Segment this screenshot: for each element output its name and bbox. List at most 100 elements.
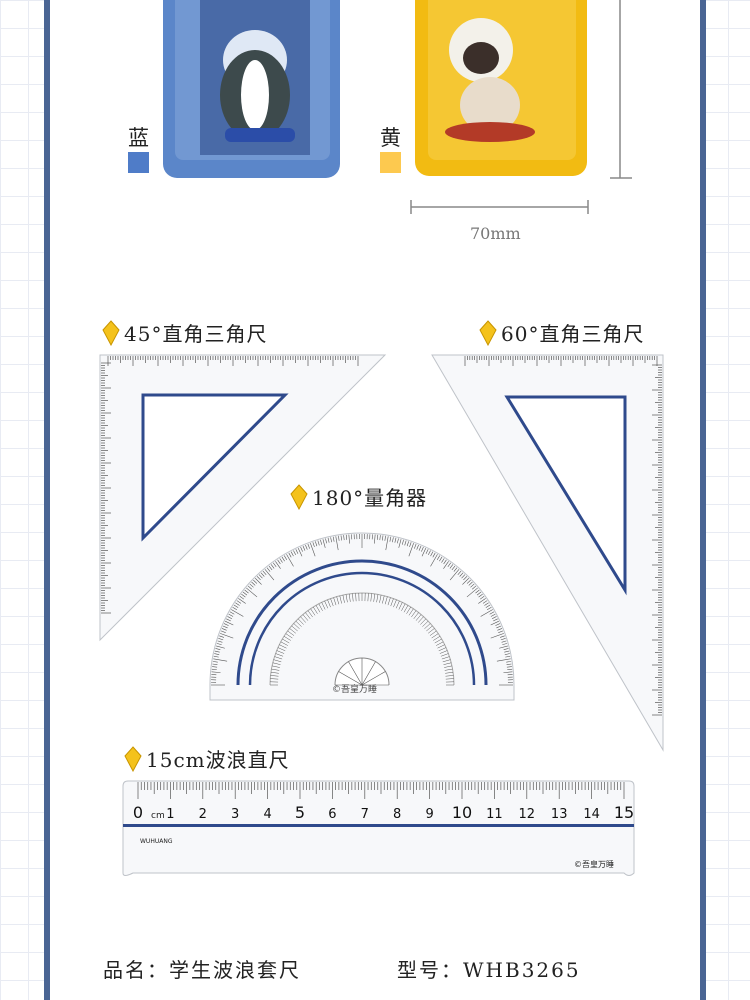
tick-mark xyxy=(247,585,253,590)
tick-mark xyxy=(408,608,414,616)
tick-mark xyxy=(285,633,293,639)
tick-mark xyxy=(479,596,485,600)
tick-mark xyxy=(493,618,498,622)
tick-mark xyxy=(392,537,394,543)
tick-mark xyxy=(214,653,220,655)
tick-mark xyxy=(444,668,453,671)
tick-mark xyxy=(506,663,512,665)
tick-mark xyxy=(241,593,246,598)
tick-mark xyxy=(496,658,511,662)
tick-mark xyxy=(426,625,433,632)
yellow-case xyxy=(415,0,587,176)
tick-mark xyxy=(277,647,286,652)
tick-mark xyxy=(270,675,279,677)
title-text: 45°直角三角尺 xyxy=(124,322,268,346)
tick-mark xyxy=(404,540,407,546)
tick-mark xyxy=(501,640,507,643)
tick-mark xyxy=(211,668,217,671)
tick-mark xyxy=(297,618,304,625)
tick-mark xyxy=(226,618,231,622)
tick-mark xyxy=(302,614,309,621)
tick-mark xyxy=(287,630,295,636)
tick-mark xyxy=(394,537,397,543)
product-photos xyxy=(163,0,632,214)
tick-mark xyxy=(438,647,447,652)
tick-mark xyxy=(384,535,386,541)
dimension-lines xyxy=(410,0,632,214)
tick-mark xyxy=(305,612,311,619)
tick-mark xyxy=(216,645,225,649)
tick-mark xyxy=(445,675,454,677)
tick-mark xyxy=(217,640,223,643)
tick-mark xyxy=(482,600,488,604)
tick-mark xyxy=(485,604,491,608)
tick-mark xyxy=(411,610,417,618)
tick-mark xyxy=(330,537,332,543)
tick-mark xyxy=(495,623,501,626)
tick-mark xyxy=(421,548,427,557)
tick-mark xyxy=(236,600,242,604)
tick-mark xyxy=(215,648,221,650)
tick-mark xyxy=(270,564,275,569)
tick-mark xyxy=(293,623,300,629)
ruler-number: 15 xyxy=(614,803,634,822)
tick-mark xyxy=(389,536,392,542)
blue-case xyxy=(163,0,340,178)
tick-mark xyxy=(434,638,442,644)
tick-mark xyxy=(312,542,315,548)
tick-mark xyxy=(302,545,306,551)
tick-mark xyxy=(390,598,394,607)
tick-mark xyxy=(449,564,454,569)
tick-mark xyxy=(409,542,412,548)
tick-mark xyxy=(221,628,227,631)
tick-mark xyxy=(310,608,316,616)
tick-mark xyxy=(445,671,454,674)
swatch-blue[interactable] xyxy=(128,152,149,173)
tick-mark xyxy=(425,549,429,554)
tick-mark xyxy=(398,602,403,610)
title-60-triangle: 60°直角三角尺 xyxy=(479,318,644,347)
tick-mark xyxy=(231,609,244,617)
tick-mark xyxy=(420,618,427,625)
ruler-number: 10 xyxy=(452,803,472,822)
tick-mark xyxy=(466,579,471,584)
tick-mark xyxy=(401,603,406,611)
tick-mark xyxy=(279,644,287,649)
tick-mark xyxy=(271,668,280,671)
tick-mark xyxy=(453,567,458,572)
tick-mark xyxy=(376,534,379,540)
tick-mark xyxy=(463,576,468,581)
tick-mark xyxy=(260,572,265,577)
tick-mark xyxy=(348,534,350,544)
tick-mark xyxy=(315,605,321,613)
tick-mark xyxy=(345,594,348,603)
tick-mark xyxy=(211,671,221,673)
tick-mark xyxy=(249,583,254,588)
tick-mark xyxy=(397,538,399,544)
tick-mark xyxy=(478,598,486,604)
title-text: 60°直角三角尺 xyxy=(501,322,645,346)
protractor xyxy=(209,532,515,701)
tick-mark xyxy=(275,653,284,657)
tick-mark xyxy=(462,578,469,585)
tick-mark xyxy=(440,653,449,657)
ruler-number: 1 xyxy=(166,807,174,822)
title-text: 180°量角器 xyxy=(312,486,428,510)
tick-mark xyxy=(382,535,384,541)
tick-mark xyxy=(503,648,509,650)
tick-mark xyxy=(330,598,334,607)
variant-label-blue: 蓝 xyxy=(128,126,149,150)
tick-mark xyxy=(451,565,456,571)
tick-mark xyxy=(500,638,506,641)
ruler-unit: cm xyxy=(151,811,165,821)
tick-mark xyxy=(256,576,261,581)
tick-mark xyxy=(291,625,298,632)
tick-mark xyxy=(335,536,339,551)
tick-mark xyxy=(413,612,419,619)
tick-mark xyxy=(376,594,379,603)
tick-mark xyxy=(262,570,267,576)
swatch-yellow[interactable] xyxy=(380,152,401,173)
tick-mark xyxy=(447,562,451,568)
